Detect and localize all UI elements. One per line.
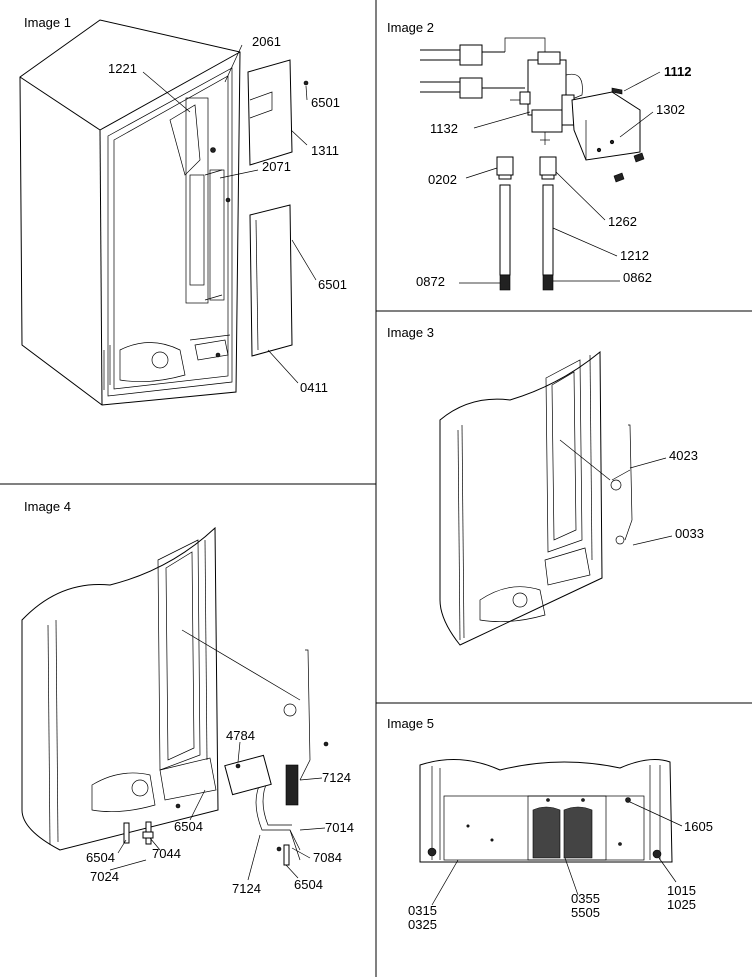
refrigerator-cabinet bbox=[19, 19, 241, 406]
leader-lines-5 bbox=[431, 801, 683, 906]
panel-image-3: Image 3 4023 0033 bbox=[387, 325, 704, 646]
valve-bracket bbox=[571, 91, 641, 161]
callout-0355: 0355 bbox=[571, 891, 600, 906]
callout-4023: 4023 bbox=[669, 448, 698, 463]
panel-5-title: Image 5 bbox=[387, 716, 434, 731]
callout-0033: 0033 bbox=[675, 526, 704, 541]
screw-icons-2 bbox=[611, 87, 645, 183]
panel-1-title: Image 1 bbox=[24, 15, 71, 30]
callout-5505: 5505 bbox=[571, 905, 600, 920]
screw-icons bbox=[210, 80, 309, 358]
cabinet-rear-view-3 bbox=[439, 350, 611, 646]
leader-lines-3 bbox=[629, 457, 673, 546]
callout-7014: 7014 bbox=[325, 820, 354, 835]
clamps-and-screws-4 bbox=[123, 741, 329, 866]
callout-0325: 0325 bbox=[408, 917, 437, 932]
callout-0315: 0315 bbox=[408, 903, 437, 918]
callout-7124-bottom: 7124 bbox=[232, 881, 261, 896]
callout-1015: 1015 bbox=[667, 883, 696, 898]
panel-3-title: Image 3 bbox=[387, 325, 434, 340]
leader-lines-2 bbox=[459, 71, 661, 284]
callout-1212: 1212 bbox=[620, 248, 649, 263]
callout-2071: 2071 bbox=[262, 159, 291, 174]
leader-lines-4 bbox=[109, 741, 326, 881]
water-valve bbox=[510, 51, 583, 145]
callout-1025: 1025 bbox=[667, 897, 696, 912]
water-line-assembly-4 bbox=[224, 649, 311, 861]
callout-6504-center: 6504 bbox=[174, 819, 203, 834]
callout-6504-left: 6504 bbox=[86, 850, 115, 865]
callout-1221: 1221 bbox=[108, 61, 137, 76]
callout-1132: 1132 bbox=[430, 121, 458, 136]
cabinet-rear-view-4 bbox=[21, 526, 301, 851]
callout-4784: 4784 bbox=[226, 728, 255, 743]
callout-6501-bottom: 6501 bbox=[318, 277, 347, 292]
callout-7084: 7084 bbox=[313, 850, 342, 865]
callout-1605: 1605 bbox=[684, 819, 713, 834]
cabinet-bottom-view-5 bbox=[419, 759, 673, 863]
callout-6501-top: 6501 bbox=[311, 95, 340, 110]
callout-1262: 1262 bbox=[608, 214, 637, 229]
panel-cover-1311 bbox=[247, 59, 293, 166]
callout-0862: 0862 bbox=[623, 270, 652, 285]
panel-cover-0411 bbox=[249, 204, 293, 357]
callout-0872: 0872 bbox=[416, 274, 445, 289]
condenser-grille bbox=[532, 806, 593, 859]
leader-lines-1 bbox=[142, 44, 317, 384]
callout-6504-right: 6504 bbox=[294, 877, 323, 892]
callout-7044: 7044 bbox=[152, 846, 181, 861]
water-line-4023 bbox=[610, 424, 633, 545]
wire-harness bbox=[420, 37, 546, 99]
callout-0411: 0411 bbox=[300, 380, 328, 395]
callout-0202: 0202 bbox=[428, 172, 457, 187]
callout-7124-top: 7124 bbox=[322, 770, 351, 785]
panel-2-title: Image 2 bbox=[387, 20, 434, 35]
callout-1112: 1112 bbox=[664, 64, 692, 79]
panel-image-2: Image 2 bbox=[387, 20, 692, 291]
callout-2061: 2061 bbox=[252, 34, 281, 49]
panel-image-5: Image 5 bbox=[387, 716, 713, 932]
callout-1302: 1302 bbox=[656, 102, 685, 117]
panel-4-title: Image 4 bbox=[24, 499, 71, 514]
callout-7024: 7024 bbox=[90, 869, 119, 884]
tube-assemblies bbox=[496, 156, 557, 291]
callout-1311: 1311 bbox=[311, 143, 339, 158]
panel-image-4: Image 4 bbox=[21, 499, 354, 896]
panel-image-1: Image 1 bbox=[19, 15, 347, 406]
